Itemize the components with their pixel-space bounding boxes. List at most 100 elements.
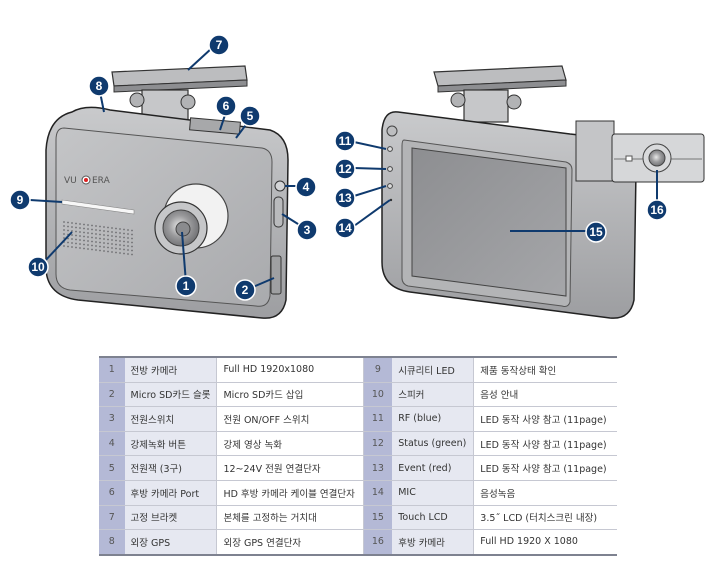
- svg-text:3: 3: [304, 223, 311, 237]
- callout-8: 8: [88, 75, 110, 97]
- left-desc: 12~24V 전원 연결단자: [216, 455, 364, 481]
- speaker-grill: [63, 221, 133, 256]
- callout-4: 4: [295, 176, 317, 198]
- svg-text:5: 5: [247, 109, 254, 123]
- svg-text:8: 8: [96, 79, 103, 93]
- left-desc: 본체를 고정하는 거치대: [216, 505, 364, 531]
- right-name: 시큐리티 LED: [392, 357, 475, 383]
- callout-5: 5: [239, 105, 261, 127]
- rear-camera-housing: [575, 120, 615, 182]
- brand-logo-left: VU: [64, 176, 77, 186]
- right-name: Touch LCD: [392, 505, 475, 531]
- left-name: 고정 브라켓: [124, 505, 218, 531]
- left-name: 강제녹화 버튼: [124, 431, 218, 457]
- svg-text:16: 16: [650, 203, 664, 217]
- callout-11: 11: [334, 130, 356, 152]
- brand-logo-right: ERA: [92, 176, 111, 186]
- right-num: 15: [363, 505, 393, 531]
- callout-9: 9: [9, 189, 31, 211]
- svg-text:10: 10: [31, 260, 45, 274]
- right-name: Status (green): [392, 431, 475, 457]
- left-num: 4: [99, 431, 125, 457]
- left-name: 후방 카메라 Port: [124, 480, 218, 506]
- power-switch: [273, 196, 284, 228]
- svg-text:13: 13: [338, 191, 352, 205]
- callout-13: 13: [334, 187, 356, 209]
- led-event-red: [387, 183, 393, 189]
- svg-text:4: 4: [303, 180, 310, 194]
- led-rf-blue: [387, 146, 393, 152]
- svg-text:14: 14: [338, 221, 352, 235]
- left-num: 2: [99, 382, 125, 408]
- left-name: 전원잭 (3구): [124, 455, 218, 481]
- left-desc: Full HD 1920x1080: [216, 357, 364, 383]
- callout-14: 14: [334, 217, 356, 239]
- callout-6: 6: [215, 95, 237, 117]
- right-num: 16: [363, 529, 393, 555]
- right-desc: 음성 안내: [473, 382, 617, 408]
- svg-text:1: 1: [183, 279, 190, 293]
- right-name: 스피커: [392, 382, 475, 408]
- right-desc: 3.5˝ LCD (터치스크린 내장): [473, 505, 617, 531]
- left-name: Micro SD카드 슬롯: [124, 382, 218, 408]
- left-num: 7: [99, 505, 125, 531]
- right-num: 9: [363, 357, 393, 383]
- right-desc: Full HD 1920 X 1080: [473, 529, 617, 555]
- left-desc: 전원 ON/OFF 스위치: [216, 406, 364, 432]
- callout-7: 7: [208, 34, 230, 56]
- left-desc: 외장 GPS 연결단자: [216, 529, 364, 555]
- left-num: 1: [99, 357, 125, 383]
- right-desc: LED 동작 사양 참고 (11page): [473, 431, 617, 457]
- right-num: 12: [363, 431, 393, 457]
- bracket-stem-rear: [463, 89, 509, 123]
- left-num: 6: [99, 480, 125, 506]
- security-led-bar: [61, 199, 135, 215]
- left-num: 5: [99, 455, 125, 481]
- right-name: RF (blue): [392, 406, 475, 432]
- right-name: Event (red): [392, 455, 475, 481]
- right-num: 11: [363, 406, 393, 432]
- right-desc: 음성녹음: [473, 480, 617, 506]
- callout-10: 10: [27, 256, 49, 278]
- left-name: 전방 카메라: [124, 357, 218, 383]
- left-desc: HD 후방 카메라 케이블 연결단자: [216, 480, 364, 506]
- svg-text:12: 12: [338, 162, 352, 176]
- svg-text:11: 11: [339, 134, 352, 148]
- left-num: 3: [99, 406, 125, 432]
- right-num: 13: [363, 455, 393, 481]
- rear-view: [381, 65, 705, 319]
- left-desc: 강제 영상 녹화: [216, 431, 364, 457]
- led-status-green: [387, 166, 393, 172]
- sd-card-slot: [270, 255, 282, 295]
- left-name: 전원스위치: [124, 406, 218, 432]
- callout-12: 12: [334, 158, 356, 180]
- svg-text:6: 6: [223, 99, 230, 113]
- left-name: 외장 GPS: [124, 529, 218, 555]
- right-name: MIC: [392, 480, 475, 506]
- front-view: VU ERA: [45, 65, 289, 319]
- callout-2: 2: [234, 279, 256, 301]
- right-num: 14: [363, 480, 393, 506]
- callout-16: 16: [646, 199, 668, 221]
- svg-text:15: 15: [589, 225, 603, 239]
- callout-1: 1: [175, 275, 197, 297]
- left-num: 8: [99, 529, 125, 555]
- svg-text:9: 9: [17, 193, 24, 207]
- right-desc: LED 동작 사양 참고 (11page): [473, 455, 617, 481]
- right-desc: LED 동작 사양 참고 (11page): [473, 406, 617, 432]
- dashcam-illustration: VU ERA: [9, 34, 705, 319]
- force-record-button: [274, 180, 286, 192]
- callout-15: 15: [585, 221, 607, 243]
- touch-lcd: [411, 147, 567, 297]
- svg-text:2: 2: [242, 283, 249, 297]
- right-desc: 제품 동작상태 확인: [473, 357, 617, 383]
